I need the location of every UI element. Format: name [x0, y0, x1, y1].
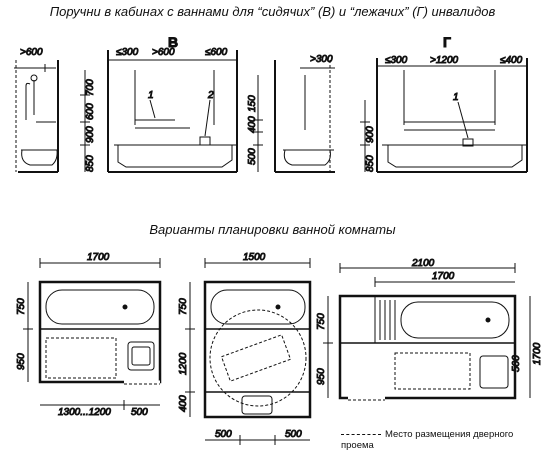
p3-950: 950 — [316, 368, 327, 385]
elevation-b — [107, 50, 238, 173]
top-title: Поручни в кабинах с ваннами для “сидячих… — [49, 4, 496, 19]
p1-500: 500 — [131, 407, 148, 418]
p3-width-1: 2100 — [411, 258, 435, 269]
callout-1: 1 — [148, 90, 154, 101]
callout-2: 2 — [207, 90, 214, 101]
dim-b-300: ≤300 — [116, 47, 139, 58]
p2-500a: 500 — [215, 429, 232, 440]
elevation-d — [376, 58, 528, 173]
p2-750: 750 — [178, 298, 189, 315]
dim-a-w600: >600 — [20, 47, 43, 58]
p2-400: 400 — [178, 395, 189, 412]
dim-b-600b: ≤600 — [205, 47, 228, 58]
dim-b-400: 400 — [247, 116, 258, 133]
legend-text: Место размещения дверного проема — [341, 429, 514, 451]
dim-b-600a: >600 — [152, 47, 175, 58]
legend-dash-icon — [341, 433, 381, 435]
elevation-a-vertical-dims — [80, 70, 90, 172]
dim-d-900: 900 — [365, 126, 376, 143]
p3-500: 500 — [511, 355, 522, 372]
dim-a-600: 600 — [85, 103, 96, 120]
label-v: В — [168, 34, 178, 50]
plan-3 — [323, 263, 531, 401]
dim-d-850: 850 — [365, 155, 376, 172]
label-g: Г — [443, 34, 451, 50]
dim-a-850: 850 — [85, 155, 96, 172]
dim-c-300: >300 — [310, 54, 333, 65]
dim-d-400: ≤400 — [500, 55, 523, 66]
plan-1 — [23, 258, 162, 410]
elevation-a — [14, 60, 59, 173]
callout-1b: 1 — [453, 92, 459, 103]
p1-750: 750 — [16, 298, 27, 315]
p3-width-2: 1700 — [432, 271, 455, 282]
dim-b-500: 500 — [247, 148, 258, 165]
bottom-title: Варианты планировки ванной комнаты — [149, 222, 396, 237]
dim-b-150: 150 — [247, 95, 258, 112]
dim-a-900: 900 — [85, 126, 96, 143]
elevation-b-vertical-dims — [253, 75, 263, 172]
p2-500b: 500 — [285, 429, 302, 440]
legend: Место размещения дверного проема — [341, 429, 545, 451]
p3-1700: 1700 — [532, 342, 543, 365]
dim-d-300: ≤300 — [385, 55, 408, 66]
p1-width: 1700 — [87, 252, 110, 263]
plan-2 — [185, 258, 312, 445]
elevation-c — [274, 60, 335, 173]
dim-d-1200: >1200 — [430, 55, 459, 66]
p3-750: 750 — [316, 313, 327, 330]
p1-950: 950 — [16, 353, 27, 370]
p2-width: 1500 — [243, 252, 266, 263]
dim-a-700: 700 — [85, 79, 96, 96]
p1-bottom: 1300...1200 — [58, 407, 111, 418]
elevation-d-vertical-dims — [360, 100, 370, 172]
p2-1200: 1200 — [178, 352, 189, 375]
